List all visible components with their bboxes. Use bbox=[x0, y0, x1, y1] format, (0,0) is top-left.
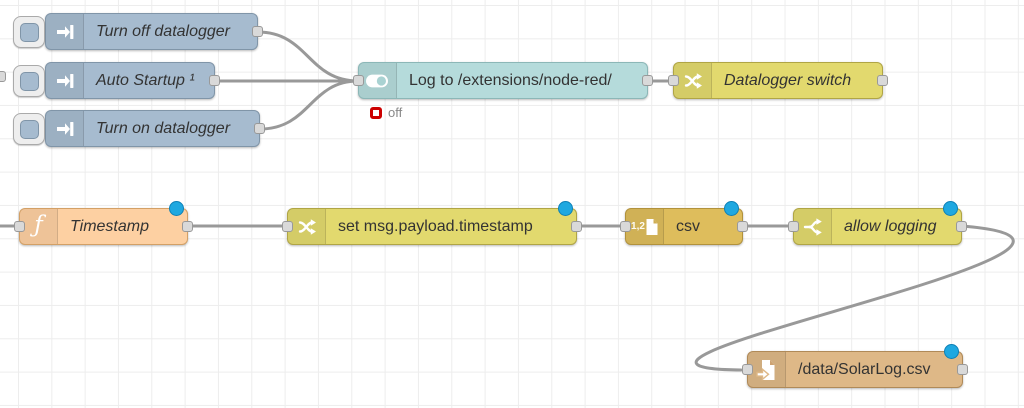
status-ring-icon bbox=[370, 106, 382, 119]
function-icon: ƒ bbox=[20, 209, 58, 244]
csv-icon: 1,2 bbox=[626, 209, 664, 244]
toggle-icon bbox=[359, 63, 397, 98]
output-port[interactable] bbox=[182, 221, 193, 232]
output-port[interactable] bbox=[957, 364, 968, 375]
node-label: Datalogger switch bbox=[724, 72, 852, 89]
node-inject-turn-off-datalogger[interactable]: Turn off datalogger bbox=[13, 13, 263, 50]
output-port[interactable] bbox=[254, 123, 265, 134]
node-inject-turn-on-datalogger[interactable]: Turn on datalogger bbox=[13, 110, 265, 147]
shuffle-icon bbox=[674, 63, 712, 98]
inject-icon bbox=[46, 111, 84, 146]
input-port[interactable] bbox=[353, 75, 364, 86]
inject-icon bbox=[46, 14, 84, 49]
node-label: Turn off datalogger bbox=[96, 23, 231, 40]
output-port[interactable] bbox=[642, 75, 653, 86]
input-port[interactable] bbox=[14, 221, 25, 232]
node-inject-auto-startup[interactable]: Auto Startup ¹ bbox=[13, 62, 220, 99]
wire[interactable] bbox=[258, 79, 360, 131]
inject-trigger-button[interactable] bbox=[13, 16, 45, 48]
changed-indicator bbox=[169, 201, 184, 216]
node-label: allow logging bbox=[844, 218, 937, 235]
output-port[interactable] bbox=[877, 75, 888, 86]
node-set-msg-payload-timestamp[interactable]: set msg.payload.timestamp bbox=[282, 201, 582, 245]
inject-icon bbox=[46, 63, 84, 98]
node-datalogger-switch[interactable]: Datalogger switch bbox=[668, 62, 888, 99]
inject-button-inner bbox=[19, 22, 39, 42]
input-port[interactable] bbox=[788, 221, 799, 232]
node-label: Turn on datalogger bbox=[96, 120, 231, 137]
node-csv[interactable]: 1,2 csv bbox=[620, 201, 748, 245]
wire[interactable] bbox=[694, 224, 1015, 372]
input-port[interactable] bbox=[282, 221, 293, 232]
node-label: set msg.payload.timestamp bbox=[338, 218, 533, 235]
node-log-to-extensions[interactable]: Log to /extensions/node-red/ off bbox=[353, 62, 653, 120]
changed-indicator bbox=[943, 201, 958, 216]
output-port[interactable] bbox=[956, 221, 967, 232]
offscreen-node-port[interactable] bbox=[0, 71, 6, 82]
node-status: off bbox=[370, 105, 402, 120]
input-port[interactable] bbox=[668, 75, 679, 86]
node-file-solarlog-csv[interactable]: /data/SolarLog.csv bbox=[742, 344, 968, 388]
file-export-icon bbox=[748, 352, 786, 387]
status-text: off bbox=[388, 105, 403, 120]
inject-trigger-button[interactable] bbox=[13, 65, 45, 97]
input-port[interactable] bbox=[620, 221, 631, 232]
node-label: Log to /extensions/node-red/ bbox=[409, 72, 612, 89]
node-label: csv bbox=[676, 218, 700, 235]
changed-indicator bbox=[558, 201, 573, 216]
inject-button-inner bbox=[19, 71, 39, 91]
changed-indicator bbox=[944, 344, 959, 359]
shuffle-icon bbox=[288, 209, 326, 244]
inject-button-inner bbox=[19, 119, 39, 139]
switch-icon bbox=[794, 209, 832, 244]
node-allow-logging[interactable]: allow logging bbox=[788, 201, 967, 245]
node-label: Timestamp bbox=[70, 218, 149, 235]
node-label: /data/SolarLog.csv bbox=[798, 361, 931, 378]
node-function-timestamp[interactable]: ƒ Timestamp bbox=[14, 201, 193, 245]
output-port[interactable] bbox=[252, 26, 263, 37]
changed-indicator bbox=[724, 201, 739, 216]
input-port[interactable] bbox=[742, 364, 753, 375]
output-port[interactable] bbox=[571, 221, 582, 232]
output-port[interactable] bbox=[737, 221, 748, 232]
output-port[interactable] bbox=[209, 75, 220, 86]
inject-trigger-button[interactable] bbox=[13, 113, 45, 145]
wire[interactable] bbox=[256, 30, 360, 83]
node-label: Auto Startup ¹ bbox=[96, 72, 195, 89]
